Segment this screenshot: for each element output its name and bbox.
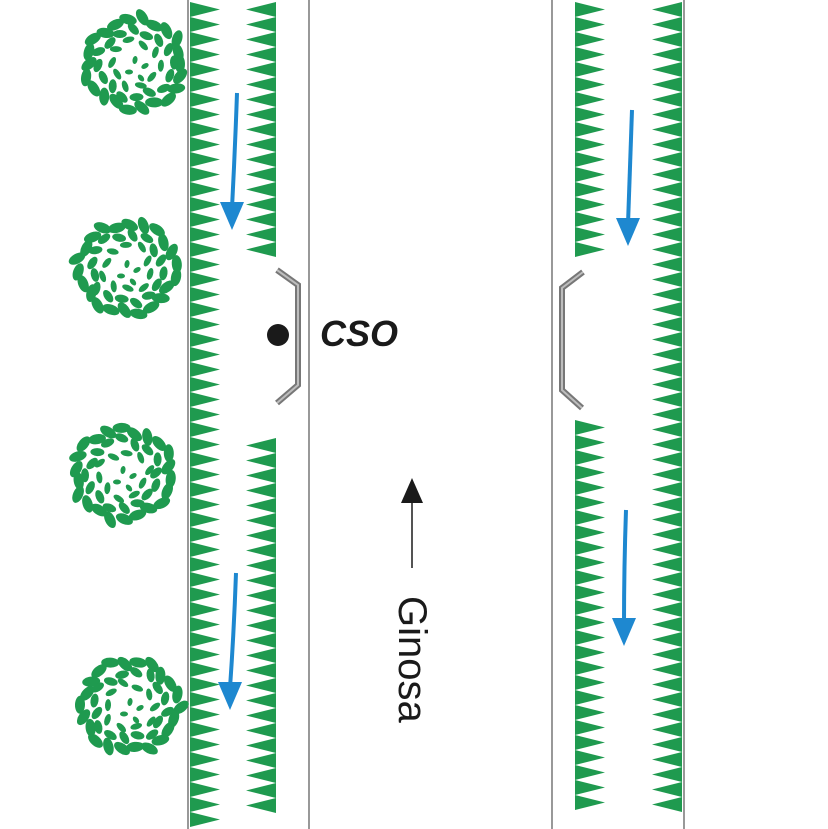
left-overflow-structure bbox=[275, 267, 301, 406]
flow-direction-arrow-icon bbox=[612, 509, 636, 646]
river-flow-arrow-head-icon bbox=[401, 478, 423, 503]
flow-direction-arrow-icon bbox=[218, 572, 242, 710]
reed-column-4 bbox=[575, 2, 605, 257]
cso-label: CSO bbox=[320, 313, 398, 354]
outfall-point-icon bbox=[267, 324, 289, 346]
reed-column-3 bbox=[246, 438, 276, 813]
tree-canopies bbox=[68, 9, 189, 756]
reed-column-1 bbox=[190, 2, 220, 827]
flow-direction-arrows bbox=[218, 92, 640, 710]
river-flow-indicator bbox=[401, 478, 423, 568]
tree-canopy-icon bbox=[74, 656, 189, 756]
flow-direction-arrow-icon bbox=[220, 92, 244, 230]
tree-canopy-icon bbox=[68, 216, 182, 320]
reed-vegetation-icon bbox=[190, 2, 682, 827]
reed-column-5 bbox=[575, 420, 605, 810]
flow-direction-arrow-icon bbox=[616, 109, 640, 246]
reed-column-2 bbox=[246, 2, 276, 257]
river-name-label: Ginosa bbox=[390, 596, 434, 723]
reed-column-6 bbox=[652, 2, 682, 812]
channel-lines bbox=[187, 0, 685, 829]
right-overflow-structure bbox=[559, 269, 585, 411]
tree-canopy-icon bbox=[69, 422, 176, 529]
tree-canopy-icon bbox=[80, 9, 188, 115]
